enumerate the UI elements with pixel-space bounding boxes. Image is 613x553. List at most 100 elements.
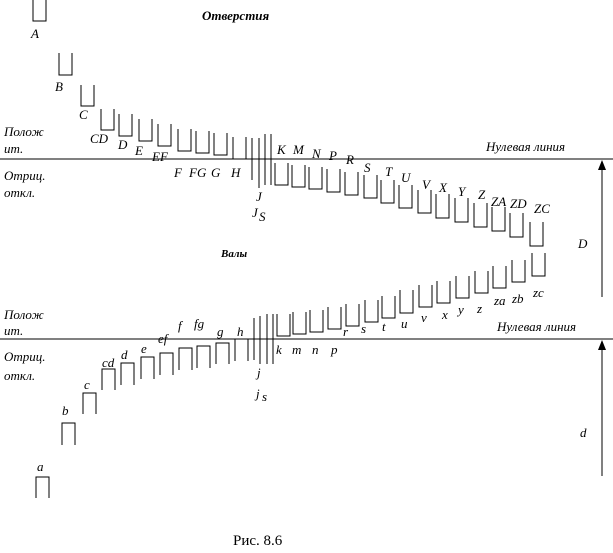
shaft-label-z: z bbox=[476, 301, 482, 316]
hole-label-J: J bbox=[256, 189, 263, 204]
upper-zero-line-label: Нулевая линия bbox=[485, 139, 565, 154]
hole-label-C: C bbox=[79, 107, 88, 122]
hole-box-EF bbox=[157, 124, 172, 147]
shaft-label-x: x bbox=[441, 307, 448, 322]
shaft-label-b: b bbox=[62, 403, 69, 418]
shaft-label-v: v bbox=[421, 310, 427, 325]
hole-box-G bbox=[213, 133, 228, 156]
shaft-label-zc: zc bbox=[532, 285, 544, 300]
shaft-label-m: m bbox=[292, 342, 301, 357]
shaft-label-y: y bbox=[456, 302, 464, 317]
shaft-box-cd bbox=[101, 368, 116, 390]
shaft-box-y bbox=[455, 276, 470, 299]
hole-label-T: T bbox=[385, 164, 393, 179]
shaft-box-zb bbox=[511, 260, 526, 283]
hole-label-FG: FG bbox=[188, 165, 207, 180]
hole-label-X: X bbox=[438, 180, 448, 195]
hole-box-A bbox=[32, 0, 47, 22]
hole-label-M: M bbox=[292, 142, 305, 157]
shaft-box-f bbox=[178, 347, 193, 370]
upper-axis-label: D bbox=[577, 236, 588, 251]
hole-label-S: S bbox=[364, 160, 371, 175]
hole-label-ZD: ZD bbox=[510, 196, 527, 211]
shaft-box-za bbox=[492, 266, 507, 289]
shaft-label-a: a bbox=[37, 459, 44, 474]
hole-box-N bbox=[308, 167, 323, 190]
shaft-box-fg bbox=[196, 345, 211, 368]
shaft-box-p bbox=[327, 307, 342, 330]
shaft-label-p: p bbox=[330, 342, 338, 357]
hole-label-U: U bbox=[401, 170, 412, 185]
shaft-label-j: j bbox=[255, 365, 261, 380]
shaft-label-e: e bbox=[141, 341, 147, 356]
lower-zero-line-label: Нулевая линия bbox=[496, 319, 576, 334]
shaft-label-t: t bbox=[382, 319, 386, 334]
hole-box-ZA bbox=[491, 207, 506, 232]
shaft-label-c: c bbox=[84, 377, 90, 392]
hole-box-V bbox=[417, 190, 432, 214]
shaft-label-cd: cd bbox=[102, 355, 115, 370]
hole-label-E: E bbox=[134, 143, 143, 158]
shaft-box-d bbox=[120, 362, 135, 385]
holes-title: Отверстия bbox=[202, 8, 270, 23]
hole-box-M bbox=[291, 165, 306, 188]
hole-label-EF: EF bbox=[151, 149, 169, 164]
shaft-label-zb: zb bbox=[511, 291, 524, 306]
shaft-box-a bbox=[35, 476, 50, 498]
shaft-box-s bbox=[364, 300, 379, 323]
hole-labels: A B C CD D E EF F FG G H J J S K M N P R… bbox=[30, 26, 550, 224]
shaft-label-ef: ef bbox=[158, 331, 170, 346]
hole-box-B bbox=[58, 53, 73, 76]
shaft-label-d: d bbox=[121, 347, 128, 362]
upper-pos-label-1: Полож bbox=[3, 124, 44, 139]
shaft-label-fg: fg bbox=[194, 316, 205, 331]
hole-box-U bbox=[398, 185, 413, 209]
shaft-box-t bbox=[381, 296, 396, 319]
hole-label-V: V bbox=[422, 177, 432, 192]
hole-boxes bbox=[32, 0, 544, 247]
shaft-label-s: s bbox=[361, 321, 366, 336]
hole-box-ZC bbox=[529, 222, 544, 247]
lower-neg-label-1: Отриц. bbox=[4, 349, 46, 364]
shaft-box-g bbox=[215, 342, 230, 364]
hole-box-P bbox=[326, 169, 341, 193]
shaft-label-js: j bbox=[254, 386, 260, 401]
shaft-box-n bbox=[309, 310, 324, 333]
hole-box-R bbox=[344, 172, 359, 196]
hole-label-G: G bbox=[211, 165, 221, 180]
shaft-box-v bbox=[418, 285, 433, 308]
upper-neg-label-1: Отриц. bbox=[4, 168, 46, 183]
shaft-box-b bbox=[61, 422, 76, 445]
shaft-label-u: u bbox=[401, 316, 408, 331]
hole-label-F: F bbox=[173, 165, 183, 180]
upper-axis-arrowhead bbox=[598, 160, 606, 170]
hole-label-ZA: ZA bbox=[491, 194, 506, 209]
shaft-box-k bbox=[276, 314, 291, 337]
shaft-box-zc bbox=[531, 253, 546, 277]
shaft-label-r: r bbox=[343, 324, 349, 339]
shaft-box-m bbox=[292, 312, 307, 335]
shaft-box-ef bbox=[159, 352, 174, 375]
shaft-boxes bbox=[35, 253, 546, 498]
shaft-label-k: k bbox=[276, 342, 282, 357]
upper-neg-label-2: откл. bbox=[4, 185, 35, 200]
lower-pos-label-1: Полож bbox=[3, 307, 44, 322]
shaft-box-u bbox=[399, 290, 414, 314]
hole-label-CD: CD bbox=[90, 131, 109, 146]
hole-label-P: P bbox=[328, 148, 337, 163]
hole-box-E bbox=[138, 119, 153, 142]
hole-box-F bbox=[177, 129, 192, 152]
hole-label-JS: J bbox=[252, 205, 259, 220]
hole-box-ZD bbox=[509, 213, 524, 238]
hole-label-B: B bbox=[55, 79, 63, 94]
shafts-title: Валы bbox=[220, 248, 247, 260]
shaft-label-f: f bbox=[178, 318, 184, 333]
hole-box-Z bbox=[473, 203, 488, 228]
hole-label-Z: Z bbox=[478, 187, 486, 202]
hole-box-K bbox=[274, 163, 289, 186]
shaft-box-h bbox=[234, 338, 249, 361]
hole-label-N: N bbox=[311, 146, 322, 161]
hole-label-A: A bbox=[30, 26, 39, 41]
